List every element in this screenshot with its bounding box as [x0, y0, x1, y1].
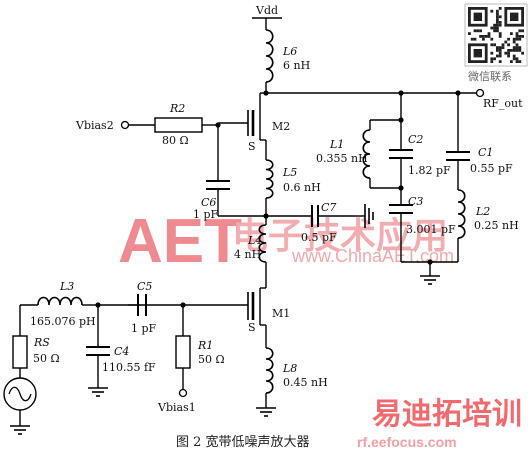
ground-icon: [420, 275, 440, 285]
l4-name: L4: [247, 234, 262, 247]
m2-source-label: S: [248, 140, 256, 153]
c6-name: C6: [201, 196, 216, 209]
l5-name: L5: [282, 166, 297, 179]
c1-name: C1: [478, 146, 493, 159]
capacitor-c6: [206, 180, 230, 190]
c2-value: 1.82 pF: [408, 164, 451, 177]
c6-value: 1 pF: [193, 208, 219, 221]
capacitor-c5: [128, 294, 147, 316]
aet-watermark: AET 电子技术应用 www.ChinaAET.com: [118, 207, 454, 276]
m2-label: M2: [272, 120, 290, 133]
inductor-l2: [457, 189, 466, 239]
inductor-l6: [265, 29, 274, 83]
l8-value: 0.45 nH: [283, 376, 328, 389]
rs-value: 50 Ω: [33, 352, 60, 365]
ac-source-icon: [3, 377, 37, 411]
ground-icon: [364, 204, 374, 228]
r1-value: 50 Ω: [198, 353, 225, 366]
vbias1-terminal: [178, 388, 188, 398]
r2-value: 80 Ω: [162, 134, 189, 147]
c1-value: 0.55 pF: [470, 162, 513, 175]
ground-icon: [88, 387, 108, 397]
resistor-rs: [12, 335, 28, 369]
l8-name: L8: [282, 362, 297, 375]
rs-name: RS: [33, 336, 50, 349]
c7-value: 0.5 pF: [301, 231, 337, 244]
l2-name: L2: [475, 205, 490, 218]
l1-value: 0.355 nH: [316, 152, 368, 165]
chinaaet-url: www.ChinaAET.com: [291, 246, 454, 266]
l3-name: L3: [59, 280, 74, 293]
inductor-l4: [258, 224, 267, 263]
capacitor-c3: [389, 204, 413, 214]
yidi-watermark: 易迪拓培训: [372, 397, 522, 431]
capacitor-c4: [86, 346, 110, 356]
l1-name: L1: [329, 138, 344, 151]
resistor-r2: [154, 117, 203, 133]
c5-value: 1 pF: [131, 322, 157, 335]
vbias2-terminal: [120, 120, 130, 130]
c5-name: C5: [137, 280, 152, 293]
inductor-l8: [265, 347, 274, 394]
qr-code: 微信联系: [464, 3, 528, 83]
l6-value: 6 nH: [283, 59, 310, 72]
l3-value: 165.076 pH: [30, 315, 96, 328]
vbias2-label: Vbias2: [75, 119, 114, 132]
m1-label: M1: [272, 307, 290, 320]
resistor-r1: [175, 335, 191, 369]
r1-name: R1: [197, 339, 213, 352]
ground-icon: [256, 407, 276, 417]
c3-value: 3.001 pF: [406, 223, 456, 236]
l4-value: 4 nH: [234, 248, 261, 261]
c7-name: C7: [321, 201, 336, 214]
l6-name: L6: [282, 45, 297, 58]
inductor-l3: [37, 296, 83, 306]
rf-out-terminal: [475, 88, 485, 98]
c3-name: C3: [408, 195, 423, 208]
aet-chinese-watermark: 电子技术应用: [232, 215, 448, 256]
ground-icon: [10, 425, 30, 435]
l5-value: 0.6 nH: [283, 181, 321, 194]
qr-caption: 微信联系: [468, 69, 512, 83]
c4-value: 110.55 fF: [102, 361, 156, 374]
junction-dots: [95, 90, 461, 308]
r2-name: R2: [169, 102, 185, 115]
eefocus-watermark: rf.eefocus.com: [357, 434, 457, 450]
c4-name: C4: [114, 345, 129, 358]
l2-value: 0.25 nH: [474, 219, 519, 232]
m1-source-label: S: [248, 321, 256, 334]
capacitor-c2: [389, 149, 413, 159]
vdd-label: Vdd: [255, 4, 278, 17]
inductor-l5: [265, 159, 274, 199]
figure-caption: 图 2 宽带低噪声放大器: [176, 434, 310, 450]
aet-logo-text: AET: [118, 207, 242, 276]
capacitor-c1: [446, 151, 470, 161]
vbias1-label: Vbias1: [157, 401, 196, 414]
c2-name: C2: [408, 133, 423, 146]
capacitor-c7: [311, 205, 319, 227]
rf-out-label: RF_out: [483, 97, 523, 110]
inductor-l1: [362, 129, 371, 179]
